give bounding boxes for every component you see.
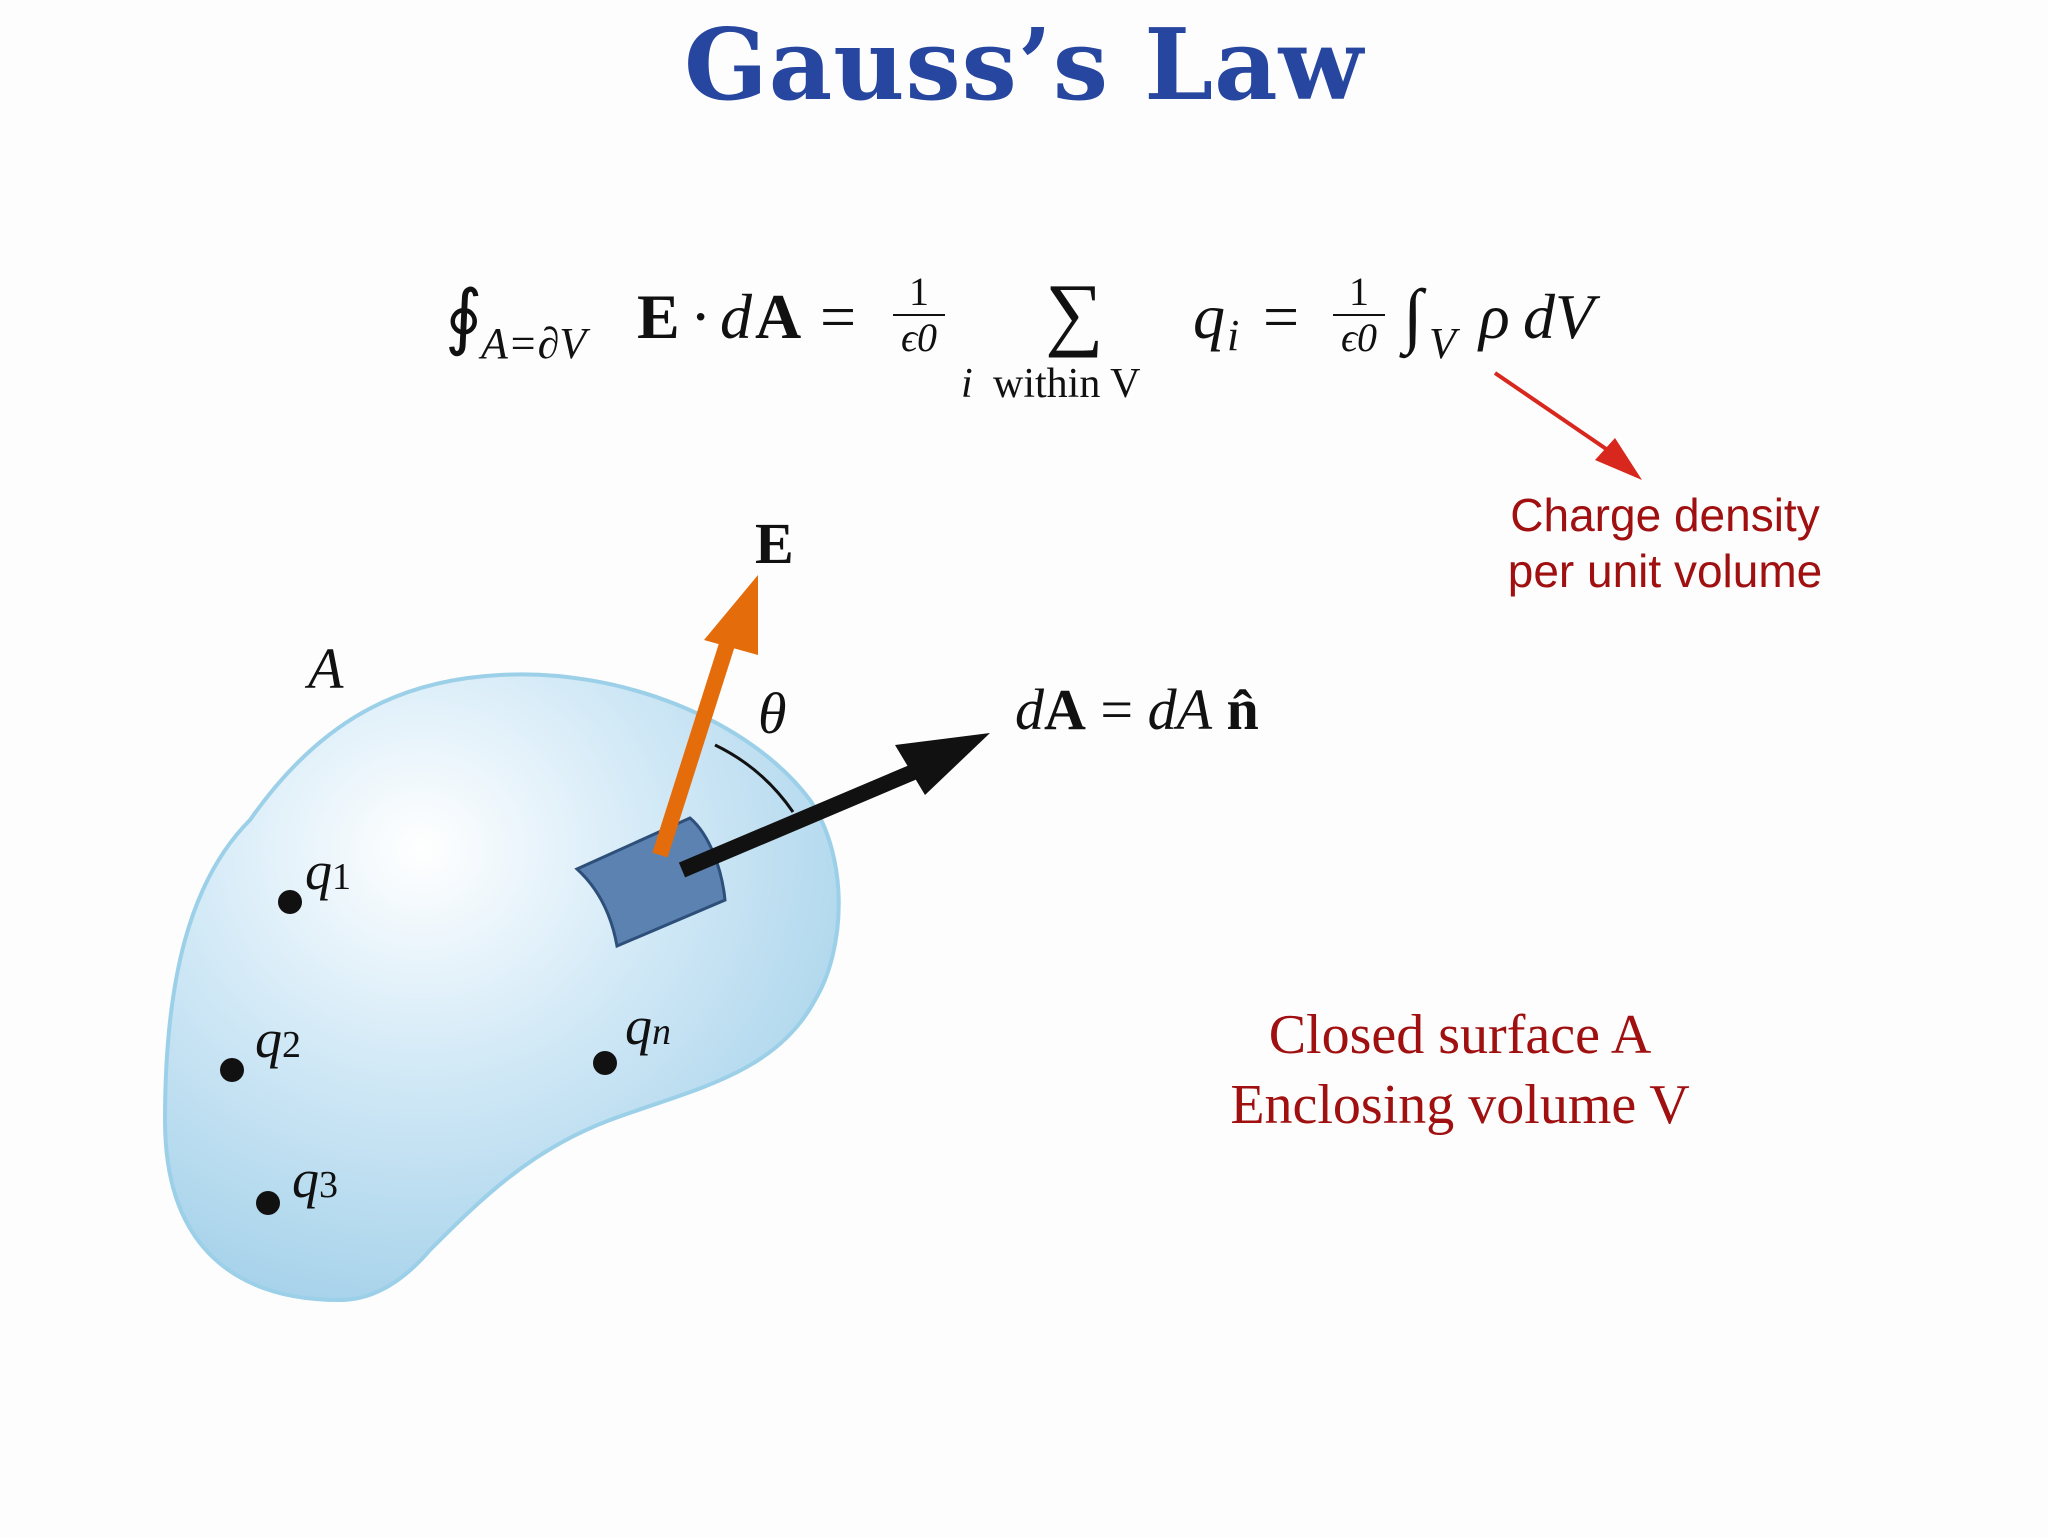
fraction-2-bar [1333,314,1385,316]
volume-element: dV [1523,281,1595,352]
e-vector-shaft [652,632,738,858]
da-vector-label: dA = dA n̂ [1015,676,1259,743]
charge-label-1-symbol: q [305,841,332,901]
charge-index: i [1227,311,1240,360]
fraction-1-denominator: ϵ0 [900,315,938,360]
equals-sign-2: = [1263,281,1300,352]
charge-label-2: q2 [255,1008,301,1070]
da-label-equals: = [1100,677,1134,742]
charge-label-2-sub: 2 [282,1024,301,1066]
da-label-n-hat: n̂ [1226,677,1259,742]
charge-label-2-symbol: q [255,1009,282,1069]
surface-label: A [308,636,344,701]
e-vector-label: E [755,511,794,576]
summation-condition: within V [993,361,1141,407]
surface-subscript: A=∂V [481,319,587,368]
fraction-1-numerator: 1 [909,269,929,314]
closed-surface-line-2: Enclosing volume V [1230,1074,1690,1136]
area-vector-symbol: A [755,281,802,352]
charge-density-line-2: per unit volume [1507,545,1823,597]
charge-label-n: qn [625,995,671,1057]
charge-density-line-1: Charge density [1510,489,1820,541]
charge-dot-1 [278,890,302,914]
charge-dot-2 [220,1058,244,1082]
theta-arc [714,743,795,813]
equals-sign-1: = [820,281,857,352]
volume-integral-symbol: ∫ [1403,275,1423,355]
fraction-1-bar [893,314,945,316]
density-pointer-head [1595,438,1642,480]
fraction-2-denominator: ϵ0 [1340,315,1378,360]
charge-dot-3 [256,1191,280,1215]
summation-symbol: ∑ [1045,267,1104,358]
charge-label-n-symbol: q [625,996,652,1056]
charge-density-note: Charge density per unit volume [1480,487,1850,599]
charge-dot-n [593,1051,617,1075]
density-pointer-shaft [1493,371,1617,457]
charge-label-1: q1 [305,840,351,902]
e-vector-head [704,575,758,655]
dot-operator: · [690,281,712,352]
da-label-d: d [1015,677,1044,742]
fraction-1: 1 ϵ0 [893,270,945,360]
contour-integral-symbol: ∮ [445,277,483,357]
density-symbol: ρ [1479,281,1510,352]
da-vector-head [895,733,990,795]
closed-surface-note: Closed surface A Enclosing volume V [1160,1000,1760,1140]
charge-label-3: q3 [292,1148,338,1210]
differential-d: d [720,281,752,352]
theta-label: θ [758,681,787,746]
da-vector-shaft [678,757,934,878]
charge-label-3-sub: 3 [319,1164,338,1206]
da-label-dA: dA [1147,677,1213,742]
da-label-A: A [1044,677,1086,742]
volume-subscript: V [1429,319,1456,368]
field-vector-symbol: E [637,281,680,352]
summation-index: i [961,361,973,407]
fraction-2: 1 ϵ0 [1333,270,1385,360]
charge-symbol: q [1193,281,1225,352]
page-title: Gauss’s Law [684,8,1364,123]
area-patch [574,816,727,949]
closed-surface-line-1: Closed surface A [1268,1004,1652,1066]
fraction-2-numerator: 1 [1349,269,1369,314]
charge-label-3-symbol: q [292,1149,319,1209]
charge-label-n-sub: n [652,1011,671,1053]
charge-label-1-sub: 1 [332,856,351,898]
